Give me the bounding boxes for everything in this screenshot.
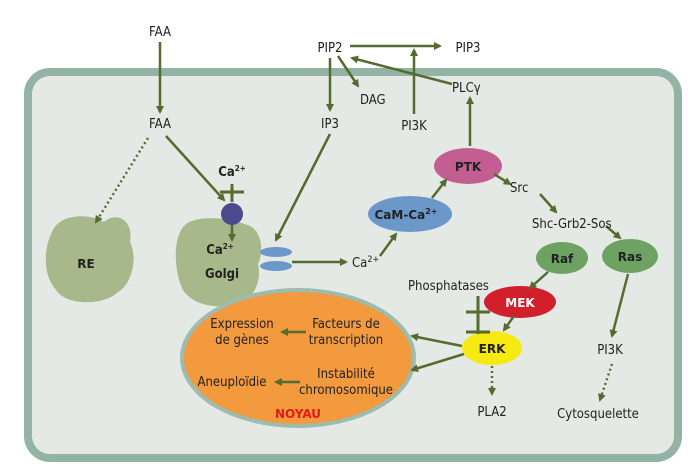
src-label: Src <box>510 181 528 196</box>
golgi-ca-label: Ca2+ <box>206 242 234 258</box>
arrow-mek-erk <box>502 315 516 332</box>
re-organelle <box>45 216 134 303</box>
calcium-channel <box>221 203 243 225</box>
shc-label: Shc-Grb2-Sos <box>532 217 612 232</box>
arrow-cam-ptk <box>431 178 448 199</box>
golgi-vesicle-bottom <box>260 261 292 271</box>
expression-label-2: de gènes <box>215 333 269 348</box>
golgi-vesicle-top <box>260 247 292 257</box>
mek-node[interactable] <box>484 286 556 318</box>
facteurs-label-2: transcription <box>309 333 383 348</box>
dag-label: DAG <box>360 93 386 108</box>
pi3k-top-label: PI3K <box>401 119 427 134</box>
phosphatases-label: Phosphatases <box>408 279 489 294</box>
golgi-organelle <box>175 218 262 307</box>
arrow-faa-re <box>94 137 150 224</box>
ras-label: Ras <box>618 250 642 264</box>
cytosquelette-label: Cytosquelette <box>557 407 639 422</box>
arrow-erk-nucleus-top <box>410 333 463 348</box>
ras-node[interactable] <box>602 239 658 273</box>
arrow-ip3-golgi <box>274 133 332 242</box>
arrow-shc-ras <box>605 225 622 240</box>
arrow-pi3k-cytosquelette <box>598 363 614 402</box>
arrow-ras-pi3k <box>609 273 630 338</box>
channel-ca-label: Ca2+ <box>218 164 246 180</box>
mek-label: MEK <box>505 296 535 310</box>
arrows <box>94 42 630 402</box>
expression-label-1: Expression <box>210 317 273 332</box>
raf-label: Raf <box>551 252 574 266</box>
free-ca-label: Ca2+ <box>352 255 379 271</box>
ptk-node[interactable] <box>434 148 502 184</box>
instabilite-label-1: Instabilité <box>317 367 375 382</box>
faa-top-label: FAA <box>149 25 171 40</box>
plcg-label: PLCγ <box>452 81 481 96</box>
arrow-ca-cam <box>378 232 398 257</box>
arrow-faa-channel <box>165 135 226 202</box>
arrow-plcg-pip2 <box>350 55 453 86</box>
arrow-src-shc <box>539 193 558 214</box>
erk-label: ERK <box>479 342 506 356</box>
pip3-label: PIP3 <box>456 41 481 56</box>
pip2-label: PIP2 <box>318 41 343 56</box>
instabilite-label-2: chromosomique <box>299 383 393 398</box>
arrow-pip2-dag <box>336 55 360 88</box>
ptk-label: PTK <box>455 160 482 174</box>
cam-label: CaM-Ca2+ <box>374 207 437 222</box>
cam-node[interactable] <box>368 196 452 232</box>
ip3-label: IP3 <box>321 117 339 132</box>
pi3k-bottom-label: PI3K <box>597 343 623 358</box>
erk-node[interactable] <box>462 331 522 365</box>
nucleus <box>180 288 416 428</box>
phosphatase-inhibition <box>466 296 490 334</box>
re-label: RE <box>77 257 94 271</box>
golgi-label: Golgi <box>205 267 239 282</box>
arrow-erk-nucleus-bottom <box>410 352 465 373</box>
faa-mid-label: FAA <box>149 117 171 132</box>
arrow-raf-mek <box>528 271 549 290</box>
noyau-label: NOYAU <box>275 407 321 421</box>
facteurs-label-1: Facteurs de <box>312 317 380 332</box>
arrow-ptk-src <box>493 172 512 186</box>
pla2-label: PLA2 <box>477 405 506 420</box>
aneuploidie-label: Aneuploïdie <box>198 375 267 390</box>
raf-node[interactable] <box>536 242 588 274</box>
